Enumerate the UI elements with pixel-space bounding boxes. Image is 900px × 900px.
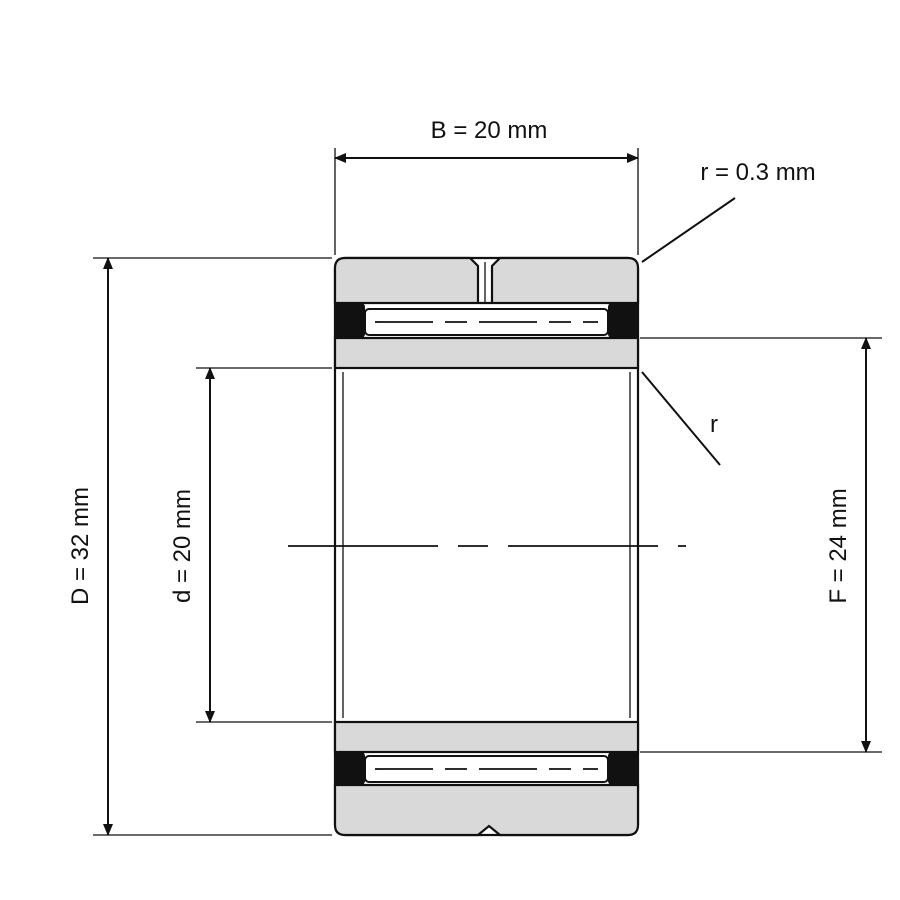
radius-r-outer: r = 0.3 mm — [641, 159, 816, 263]
dimension-B: B = 20 mm — [334, 117, 639, 255]
inner-ring-bottom — [333, 720, 640, 754]
bearing-body — [288, 256, 686, 837]
dimension-F: F = 24 mm — [640, 337, 882, 753]
radius-r-inner: r — [641, 371, 721, 466]
roller-row-bottom — [335, 752, 638, 785]
dimension-D-label: D = 32 mm — [67, 487, 94, 605]
radius-r-outer-label: r = 0.3 mm — [700, 159, 815, 186]
dimension-F-label: F = 24 mm — [825, 488, 852, 603]
dimension-d-label: d = 20 mm — [169, 489, 196, 603]
inner-ring-top — [333, 336, 640, 370]
outer-ring-top — [333, 256, 640, 305]
seal-bottom-right — [608, 752, 638, 785]
radius-r-inner-label: r — [710, 411, 718, 438]
roller-row-top — [335, 303, 638, 338]
dimension-d: d = 20 mm — [169, 367, 332, 723]
dimension-D: D = 32 mm — [67, 257, 332, 836]
seal-bottom-left — [335, 752, 365, 785]
outer-ring-bottom — [333, 783, 640, 837]
seal-top-right — [608, 303, 638, 338]
dimension-B-label: B = 20 mm — [431, 117, 548, 144]
seal-top-left — [335, 303, 365, 338]
